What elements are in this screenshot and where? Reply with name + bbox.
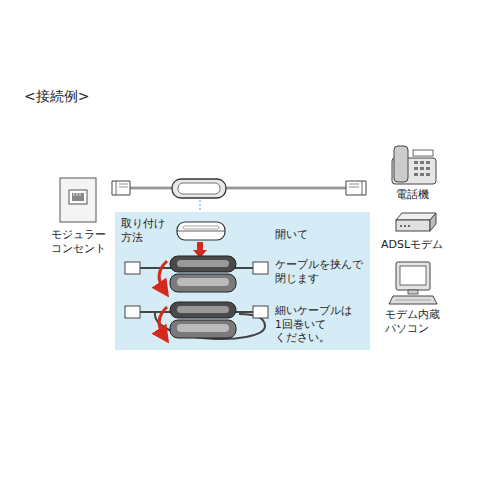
cable-with-core	[112, 179, 366, 212]
modem-icon	[396, 213, 436, 231]
pc-icon-part	[400, 266, 426, 285]
telephone-icon-part-part	[426, 161, 430, 164]
mounting-steps	[115, 212, 370, 350]
step-wind-part	[170, 320, 236, 338]
step-open-part	[183, 226, 219, 229]
step-text: 細いケーブルは 1回巻いて ください。	[275, 304, 352, 345]
node-label: モジュラー コンセント	[51, 228, 106, 257]
step-open-part	[197, 242, 203, 250]
telephone-icon-part-part	[420, 161, 424, 164]
step-text: ケーブルを挟んで 閉じます	[275, 258, 363, 285]
telephone-icon-part	[414, 161, 430, 176]
step-close-part	[170, 256, 236, 272]
step-wind-part	[177, 306, 229, 313]
modular-outlet	[60, 178, 96, 222]
cable-with-core-part	[112, 181, 130, 195]
step-text: 開いて	[275, 228, 308, 242]
method-panel: 取り付け 方法 開いてケーブルを挟んで 閉じます細いケーブルは 1回巻いて くださ…	[115, 212, 370, 350]
step-wind-part	[253, 306, 268, 318]
step-close-part	[177, 278, 229, 286]
telephone-icon-part	[413, 150, 433, 156]
step-wind-part	[177, 324, 229, 332]
modular-outlet-part	[69, 190, 87, 204]
step-close-part	[177, 260, 229, 267]
modem-icon-part	[404, 225, 406, 227]
cable-with-core-part	[346, 181, 366, 195]
cable-with-core-part	[119, 184, 128, 185]
node-label: ADSLモデム	[381, 238, 443, 252]
modular-outlet-part	[60, 178, 96, 222]
modular-outlet-part	[80, 193, 81, 196]
modular-outlet-part	[74, 193, 75, 196]
modular-outlet-part	[72, 193, 84, 201]
modem-icon-part	[400, 225, 402, 227]
step-close	[125, 256, 268, 292]
cable-with-core-part	[119, 187, 128, 188]
node-label: 電話機	[396, 188, 429, 202]
cable-with-core-part	[349, 187, 359, 188]
outlet-label: モジュラー コンセント	[51, 228, 106, 257]
step-close-part	[159, 261, 167, 290]
cable-with-core-part	[362, 181, 363, 195]
telephone-icon-part-part	[414, 161, 418, 164]
device-label: モデム内蔵 パソコン	[385, 308, 440, 337]
step-wind	[125, 302, 268, 339]
modem-icon-part	[430, 213, 436, 231]
step-open-part	[177, 231, 225, 232]
cable-with-core-part	[172, 179, 226, 198]
telephone-icon-part	[394, 146, 408, 182]
step-open-part	[177, 222, 225, 240]
diagram-title: <接続例>	[24, 88, 89, 106]
cable-with-core-part	[349, 184, 359, 185]
device-label: 電話機	[396, 188, 429, 202]
step-open	[177, 222, 225, 258]
device-label: ADSLモデム	[381, 238, 443, 252]
cable-with-core-part	[130, 188, 346, 189]
cable-with-core-part	[200, 200, 201, 212]
panel-heading: 取り付け 方法	[121, 217, 165, 244]
step-wind-part	[170, 302, 236, 318]
telephone-icon	[392, 146, 436, 184]
pc-icon-part	[408, 290, 418, 294]
node-label: モデム内蔵 パソコン	[385, 308, 440, 337]
pc-icon-part	[396, 262, 430, 290]
modular-outlet-part	[77, 193, 78, 196]
modem-icon-part	[396, 213, 436, 220]
step-wind-part	[159, 307, 167, 336]
modem-icon-part	[396, 220, 430, 231]
telephone-icon-part-part	[420, 167, 424, 170]
telephone-icon-part-part	[426, 173, 430, 176]
step-close-part	[125, 262, 140, 274]
cable-with-core-part	[116, 181, 117, 195]
step-close-part	[170, 274, 236, 292]
modem-icon-part	[408, 225, 410, 227]
step-close-part	[253, 262, 268, 274]
cable-with-core-part	[130, 187, 346, 190]
pc-icon	[389, 262, 437, 304]
telephone-icon-part-part	[414, 167, 418, 170]
telephone-icon-part-part	[414, 173, 418, 176]
telephone-icon-part-part	[420, 173, 424, 176]
pc-icon-part	[395, 300, 431, 301]
pc-icon-part	[389, 296, 437, 304]
telephone-icon-part-part	[426, 167, 430, 170]
cable-with-core-part	[178, 183, 220, 194]
step-wind-part	[125, 306, 140, 318]
